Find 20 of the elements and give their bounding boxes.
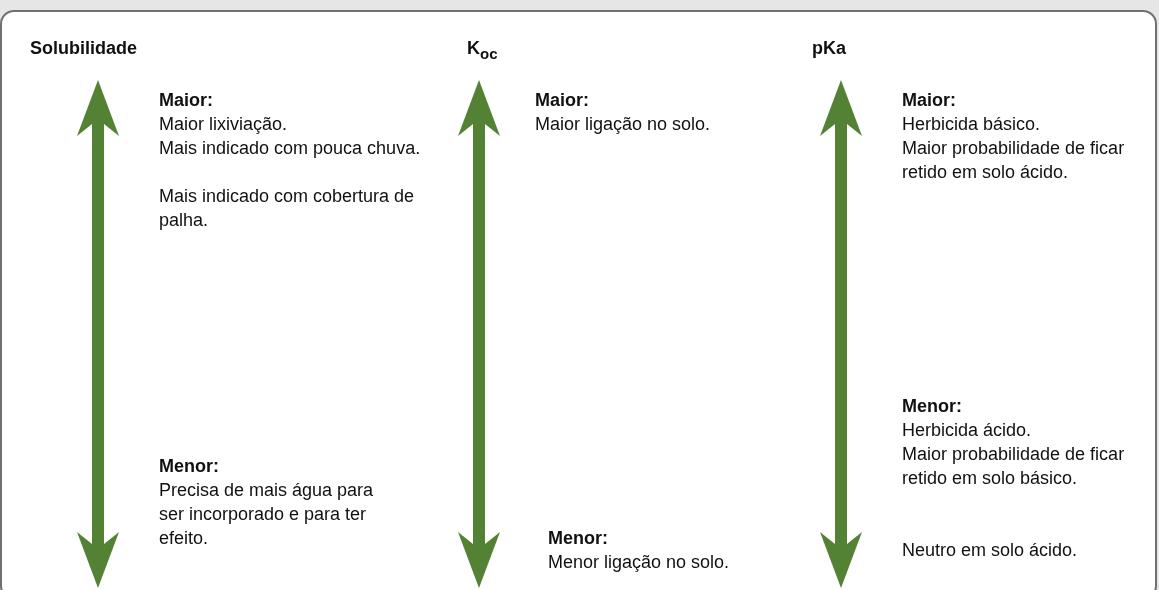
section-heading: Maior:	[535, 89, 590, 112]
description-text: Herbicida básico.	[902, 113, 1042, 136]
column-heading: Solubilidade	[30, 37, 138, 60]
description-text: Menor ligação no solo.	[548, 551, 731, 574]
description-text: Precisa de mais água para ser incorporado e para ter efeito.	[159, 479, 375, 550]
section-heading: Menor:	[548, 527, 609, 550]
description-text: Neutro em solo ácido.	[902, 539, 1079, 562]
description-text: Maior probabilidade de ficar retido em solo ácido.	[902, 137, 1126, 184]
description-text: Herbicida ácido.	[902, 419, 1033, 442]
description-text: Mais indicado com cobertura de palha.	[159, 185, 416, 232]
column-heading: pKa	[812, 37, 847, 60]
column-heading: K$_{oc}$	[467, 37, 499, 64]
section-heading: Maior:	[159, 89, 214, 112]
section-heading: Menor:	[159, 455, 220, 478]
description-text: Maior lixiviação.	[159, 113, 289, 136]
section-heading: Maior:	[902, 89, 957, 112]
description-text: Mais indicado com pouca chuva.	[159, 137, 422, 160]
description-text: Maior probabilidade de ficar retido em solo básico.	[902, 443, 1126, 490]
description-text: Maior ligação no solo.	[535, 113, 712, 136]
section-heading: Menor:	[902, 395, 963, 418]
